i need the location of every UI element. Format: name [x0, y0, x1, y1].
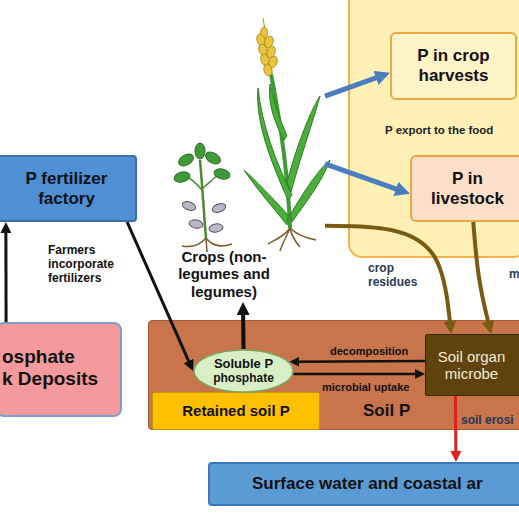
pool-ellipse: Soluble Pphosphate [193, 349, 294, 393]
root [290, 228, 316, 240]
node-text: Crops (non-legumes and legumes) [165, 248, 283, 300]
export-region: P export to the food P in crop harvests P … [348, 0, 519, 258]
flow-arrow [294, 373, 418, 376]
source-box: osphate k Deposits [0, 322, 122, 417]
edge-label: Farmers incorporate fertilizers [48, 244, 128, 285]
root [182, 238, 206, 247]
node-text: P fertilizer factory [6, 169, 127, 208]
sink-box: Surface water and coastal ar [208, 462, 519, 506]
flow-arrow [127, 222, 190, 364]
legume-branch [203, 175, 218, 188]
pod [188, 219, 203, 229]
wheat-plant [244, 18, 330, 251]
flow-arrow [454, 396, 457, 454]
leaf [244, 170, 288, 225]
pool-box: Retained soil P [152, 392, 320, 430]
leaf [290, 160, 330, 222]
pool-box: Soil organ microbe [425, 334, 519, 396]
node-text: Surface water and coastal ar [252, 474, 483, 494]
flow-arrow [4, 230, 7, 322]
root [290, 228, 300, 247]
node-text: P export to the food [385, 124, 493, 137]
flow-arrow [241, 311, 245, 349]
flow-arrow [296, 360, 425, 363]
leaf [173, 170, 191, 184]
flow-arrow [325, 164, 400, 191]
flow-arrow [325, 76, 380, 96]
pool-box: P in crop harvests [390, 32, 517, 100]
leaf [204, 150, 223, 167]
factory-box: P fertilizer factory [0, 155, 137, 222]
leaf [177, 152, 196, 169]
legume-plant [173, 143, 232, 252]
grain [263, 63, 274, 77]
node-text: phosphate [213, 372, 274, 386]
leaf [270, 84, 287, 140]
edge-label: m [509, 268, 519, 282]
ellipse-shape [194, 350, 293, 392]
edge-label: crop residues [368, 262, 430, 290]
pool-box: P in livestock [410, 155, 519, 222]
flow-arrow [473, 222, 489, 325]
flow-arrow [325, 226, 450, 325]
root [280, 228, 290, 251]
leaf [213, 167, 231, 181]
node-text: osphate k Deposits [2, 346, 114, 390]
node-text: Soil P [363, 401, 410, 421]
crops-node: Crops (non-legumes and legumes) [160, 20, 325, 302]
node-text: Soil organ microbe [428, 348, 515, 383]
pod [211, 202, 227, 214]
node-text: P in livestock [420, 169, 515, 208]
node-text: P in crop harvests [398, 46, 509, 85]
node-text: Soluble P [214, 357, 273, 372]
pod [208, 223, 223, 233]
pod [181, 200, 197, 212]
node-text: Retained soil P [182, 402, 290, 419]
root [206, 238, 232, 246]
leaf [195, 143, 205, 159]
soil-region: Soil P Soluble PphosphateRetained soil P S… [148, 320, 519, 430]
